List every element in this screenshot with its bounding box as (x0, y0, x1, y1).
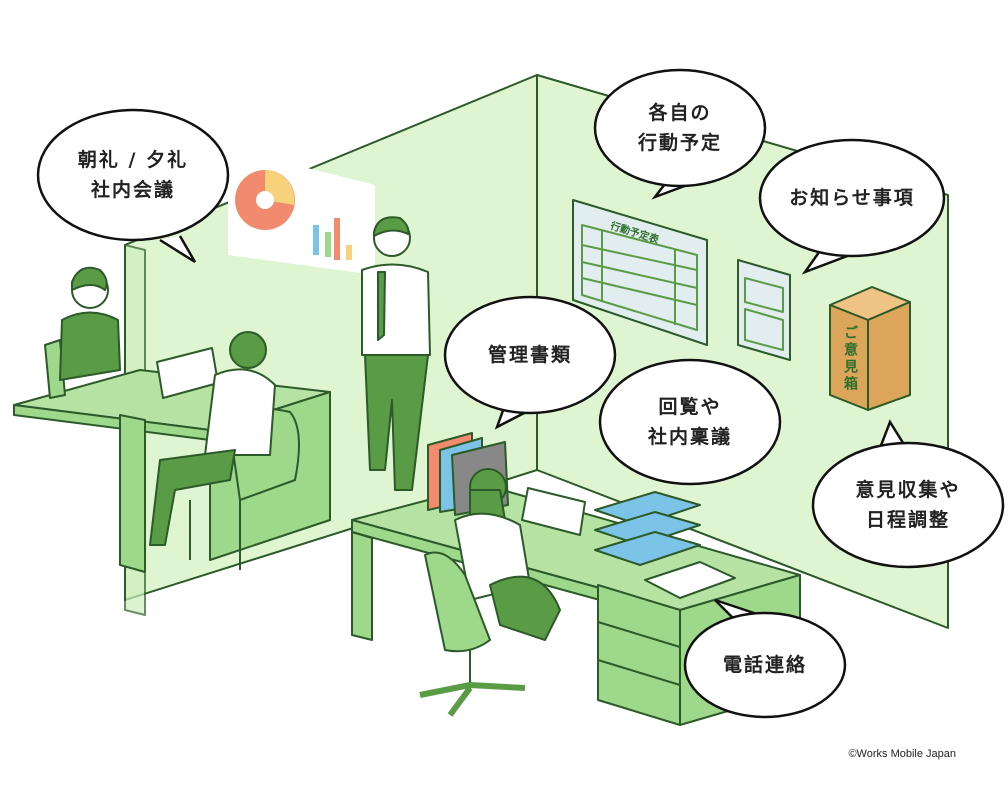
bubble-notice: お知らせ事項 (760, 140, 944, 256)
bubble-text: 各自の (648, 102, 712, 124)
office-chair (424, 551, 491, 653)
bubble-text: 意見収集や (855, 479, 961, 501)
bubble-text: 管理書類 (487, 344, 572, 366)
person-man-seated (229, 331, 267, 369)
bubble-meeting: 朝礼 / 夕礼 社内会議 (38, 110, 228, 240)
credit: ©Works Mobile Japan (848, 748, 956, 760)
bubble-text: 日程調整 (865, 509, 950, 531)
document-trays (594, 491, 701, 566)
laptop (521, 487, 586, 536)
bubble-text: 社内会議 (90, 179, 175, 201)
bubble-text: 社内稟議 (647, 426, 732, 448)
telephone (644, 561, 736, 599)
bubble-text: お知らせ事項 (789, 187, 915, 209)
drawer-unit (597, 584, 681, 726)
bubble-text: 朝礼 / 夕礼 (77, 149, 189, 171)
notice-paper (737, 259, 791, 361)
bubble-text: 行動予定 (637, 132, 722, 154)
bubble-feedback: 意見収集や 日程調整 (813, 443, 1003, 567)
bubble-circulation: 回覧や 社内稟議 (600, 360, 780, 484)
bubble-text: 回覧や (658, 396, 722, 418)
bubble-meeting-shape (159, 235, 197, 264)
suggestion-box-label: ご意見箱 (842, 325, 858, 393)
bubble-phone: 電話連絡 (685, 613, 845, 717)
bubble-text: 電話連絡 (722, 654, 807, 676)
bubble-documents: 管理書類 (445, 297, 615, 413)
bubble-schedule: 各自の 行動予定 (595, 70, 765, 186)
whiteboard (572, 199, 708, 346)
